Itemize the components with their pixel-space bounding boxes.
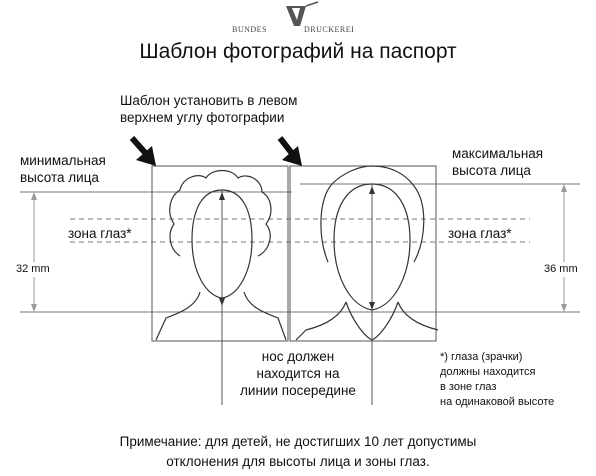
footnote-line-3: в зоне глаз <box>440 381 497 393</box>
pointer-arrow-right-icon <box>277 136 302 166</box>
instruction-label: Шаблон установить в левом верхнем углу ф… <box>120 92 297 126</box>
max-face-line-2: высота лица <box>452 163 531 178</box>
measure-arrow-36mm <box>561 184 567 312</box>
eye-zone-label-left: зона глаз* <box>68 226 132 241</box>
measure-arrow-32mm <box>31 192 37 312</box>
max-face-label: максимальная высота лица <box>452 145 543 179</box>
reference-lines <box>20 183 580 313</box>
measure-32mm-label: 32 mm <box>14 262 52 277</box>
eye-zone-lines <box>70 218 530 243</box>
min-face-label: минимальная высота лица <box>20 152 106 186</box>
note-line-2: отклонения для высоты лица и зоны глаз. <box>166 454 430 469</box>
bundesdruckerei-logo-icon <box>286 1 319 26</box>
logo: BUNDES DRUCKEREI <box>232 3 372 43</box>
nose-label: нос должен находится на линии посередине <box>232 348 364 399</box>
face-height-arrow-left <box>219 192 225 306</box>
nose-line-2: находится на <box>256 366 340 381</box>
photo-frame-left <box>151 165 289 342</box>
min-face-line-2: высота лица <box>20 170 99 185</box>
nose-line-1: нос должен <box>261 349 335 364</box>
footnote-line-1: *) глаза (зрачки) <box>440 351 523 363</box>
face-height-arrow-right <box>369 186 375 310</box>
min-face-line-1: минимальная <box>20 153 106 168</box>
page-title: Шаблон фотографий на паспорт <box>139 40 457 63</box>
pointer-arrow-left-icon <box>129 136 156 166</box>
center-lines <box>221 184 373 405</box>
measure-36mm-label: 36 mm <box>542 262 580 277</box>
note-line-1: Примечание: для детей, не достигших 10 л… <box>119 434 477 449</box>
photo-frame-right <box>289 165 437 342</box>
instruction-line-1: Шаблон установить в левом <box>120 93 298 108</box>
instruction-line-2: верхнем углу фотографии <box>120 110 285 125</box>
face-right-icon <box>295 165 439 341</box>
logo-text-right: DRUCKEREI <box>304 25 355 34</box>
footnote-line-4: на одинаковой высоте <box>440 396 555 408</box>
logo-text-left: BUNDES <box>232 25 268 34</box>
footnote: *) глаза (зрачки) должны находится в зон… <box>440 350 554 410</box>
footnote-line-2: должны находится <box>440 366 536 378</box>
note: Примечание: для детей, не достигших 10 л… <box>0 432 596 472</box>
eye-zone-label-right: зона глаз* <box>448 226 512 241</box>
max-face-line-1: максимальная <box>452 146 544 161</box>
nose-line-3: линии посередине <box>240 383 356 398</box>
